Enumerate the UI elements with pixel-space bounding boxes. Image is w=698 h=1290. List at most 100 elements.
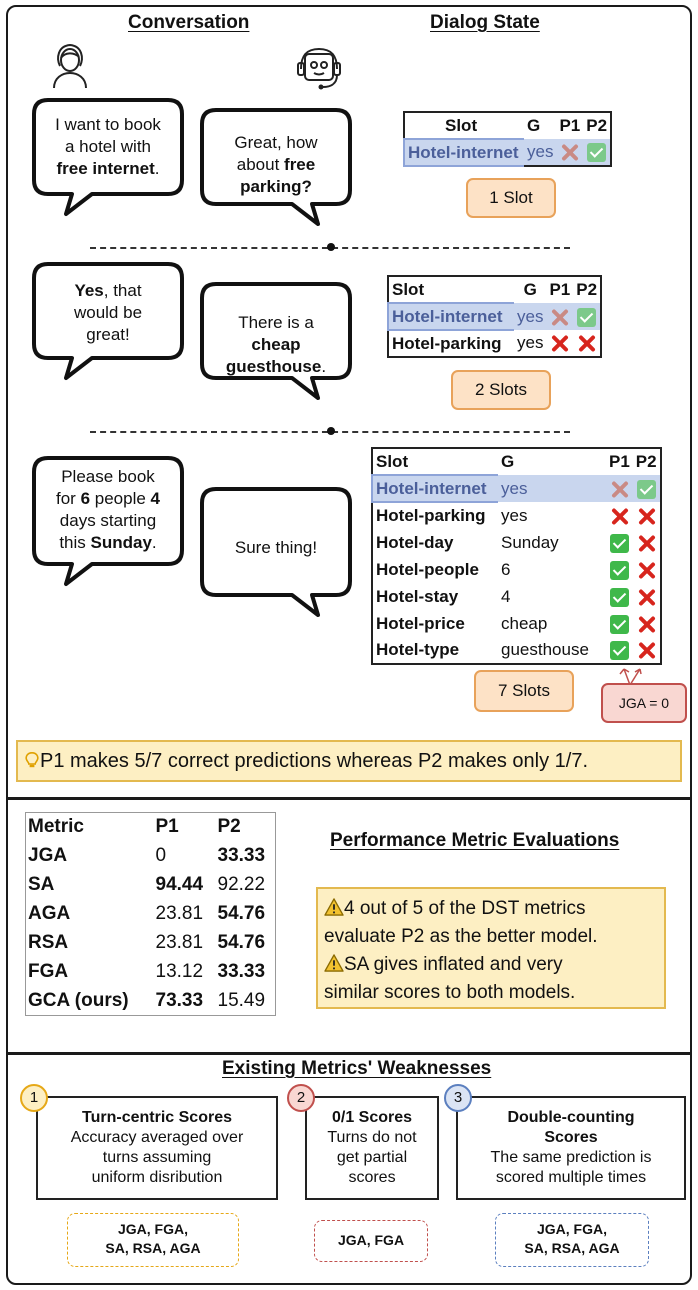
text-line: days starting — [59, 511, 157, 530]
text-line: There is a — [238, 313, 314, 332]
metric-cell: 15.49 — [217, 989, 266, 1011]
green-check-icon — [609, 533, 629, 553]
metric-cell: 54.76 — [217, 903, 266, 924]
text-line: this Sunday. — [59, 533, 157, 552]
metric-cell: 33.33 — [217, 845, 266, 866]
text-line: Sure thing! — [234, 538, 318, 557]
system-text-3: Sure thing! — [206, 537, 346, 559]
text-line: about free — [236, 155, 316, 174]
metric-cell: JGA — [28, 845, 68, 866]
slot-row-hotel-stay: Hotel-stay 4 — [372, 583, 661, 610]
weakness-number-3: 3 — [444, 1084, 472, 1112]
red-cross-icon — [550, 334, 569, 353]
red-cross-icon — [637, 534, 656, 553]
text-line: JGA, FGA, — [536, 1221, 607, 1237]
red-cross-icon — [550, 308, 569, 327]
warning-triangle-icon — [324, 898, 344, 919]
red-cross-icon — [637, 507, 656, 526]
dialog-state-header: Dialog State — [430, 12, 540, 33]
text-line: Yes, that — [74, 281, 142, 300]
tag-turn-centric-metrics: JGA, FGA,SA, RSA, AGA — [67, 1213, 239, 1267]
text-line: The same prediction is — [490, 1149, 652, 1166]
green-check-icon — [609, 560, 629, 580]
slot-value: Sunday — [501, 532, 559, 552]
metric-cell: SA — [28, 874, 55, 895]
slot-name: Hotel-parking — [376, 506, 486, 525]
user-text-2: Yes, that would be great! — [38, 280, 178, 346]
conversation-header: Conversation — [128, 12, 250, 33]
slot-name: Hotel-stay — [376, 586, 459, 606]
text-line: Double-counting — [507, 1109, 635, 1126]
text-line: Turns do not — [327, 1129, 417, 1146]
green-check-icon — [577, 307, 597, 327]
green-check-icon — [587, 143, 607, 162]
text-line: turns assuming — [102, 1149, 212, 1166]
text-line: a hotel with — [65, 137, 151, 156]
text-line: would be — [73, 303, 143, 322]
red-cross-icon — [637, 641, 656, 660]
separator-dot-2 — [327, 427, 335, 435]
separator-dot-1 — [327, 243, 335, 251]
slot-value: cheap — [501, 613, 548, 633]
warning-line: similar scores to both models. — [324, 982, 576, 1003]
text-line: guesthouse. — [225, 357, 327, 376]
green-check-icon — [609, 641, 629, 660]
text-line: Accuracy averaged over — [70, 1129, 244, 1146]
slot-value: guesthouse — [501, 640, 589, 659]
text-line: get partial — [336, 1149, 408, 1166]
text-line: great! — [86, 325, 130, 344]
text-line: JGA, FGA — [337, 1232, 405, 1248]
weakness-number-1: 1 — [20, 1084, 48, 1112]
perf-title: Performance Metric Evaluations — [330, 830, 620, 851]
green-check-icon — [609, 614, 629, 634]
weakness-number-2: 2 — [287, 1084, 315, 1112]
green-check-icon — [609, 587, 629, 607]
slot-row-hotel-price: Hotel-price cheap — [372, 610, 661, 637]
text-line: uniform disribution — [91, 1169, 223, 1186]
metric-cell: 13.12 — [155, 961, 204, 982]
metric-cell: 54.76 — [217, 932, 266, 953]
metric-cell: RSA — [28, 932, 69, 953]
jga-result-badge: JGA = 0 — [601, 683, 687, 723]
figure-frame — [6, 5, 692, 1285]
metric-cell: FGA — [28, 961, 69, 982]
slot-value: yes — [498, 475, 606, 502]
red-cross-icon — [610, 480, 629, 499]
text-line: free internet. — [56, 159, 160, 178]
warning-line: SA gives inflated and very — [324, 951, 658, 979]
slot-name: Hotel-people — [376, 559, 479, 579]
section-divider-1 — [6, 797, 692, 800]
green-check-icon — [636, 479, 656, 499]
weakness-box-turn-centric: Turn-centric Scores Accuracy averaged ov… — [36, 1096, 278, 1200]
robot-headset-icon — [293, 45, 345, 93]
red-cross-icon — [610, 507, 629, 526]
metric-cell: 23.81 — [155, 932, 204, 953]
red-cross-icon — [560, 143, 579, 162]
slot-count-2: 2 Slots — [451, 370, 551, 410]
slot-name: Hotel-price — [376, 613, 465, 633]
text-line: SA, RSA, AGA — [524, 1240, 620, 1256]
red-cross-icon — [577, 334, 596, 353]
slot-value: 4 — [501, 586, 511, 606]
lightbulb-icon — [25, 751, 39, 768]
metric-cell: 23.81 — [155, 903, 204, 924]
weakness-title: Existing Metrics' Weaknesses — [222, 1058, 492, 1079]
red-cross-icon — [637, 561, 656, 580]
metric-cell: 94.44 — [155, 874, 204, 895]
